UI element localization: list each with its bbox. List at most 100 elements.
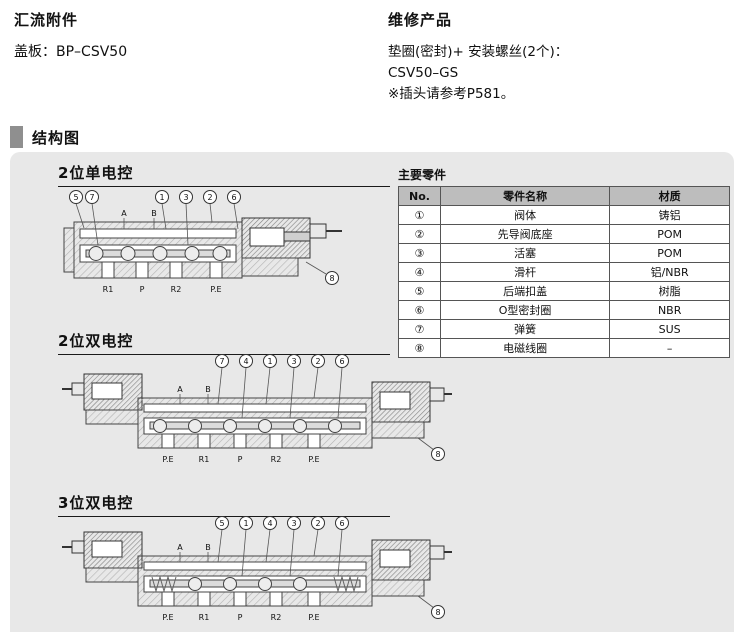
diagram-heading-2pos-single: 2位单电控: [58, 162, 390, 187]
cell-material: 铸铝: [609, 205, 730, 225]
port-letter: A: [121, 209, 127, 218]
structure-diagram-panel: 2位单电控 2位双电控 3位双电控: [10, 152, 734, 632]
parts-table: No. 零件名称 材质 ① 阀体 铸铝 ② 先导阀底座 POM ③: [398, 186, 730, 358]
table-row: ④ 滑杆 铝/NBR: [398, 262, 730, 282]
callout-number: 3: [291, 519, 296, 528]
table-row: ⑥ O型密封圈 NBR: [398, 300, 730, 320]
port-letter: A: [177, 385, 183, 394]
cell-no: ④: [398, 262, 441, 282]
callout-circles: [215, 516, 445, 619]
main-parts-section: 主要零件 No. 零件名称 材质 ① 阀体 铸铝 ② 先导阀底座 POM: [398, 166, 730, 358]
table-row: ⑤ 后端扣盖 树脂: [398, 281, 730, 301]
cell-material: 树脂: [609, 281, 730, 301]
valve-body: [63, 221, 243, 279]
callout-number: 4: [243, 357, 248, 366]
cell-material: –: [609, 338, 730, 358]
table-row: ⑧ 电磁线圈 –: [398, 338, 730, 358]
port-label: R1: [199, 455, 210, 464]
cell-material: NBR: [609, 300, 730, 320]
port-label: P.E: [162, 613, 173, 622]
callout-number: 6: [231, 193, 236, 202]
cell-material: SUS: [609, 319, 730, 339]
valve-body: [137, 397, 373, 449]
diagram-labels: 5 7 1 3 2 6 8 A B R1 P R2 P.E: [73, 193, 334, 294]
callout-number: 5: [219, 519, 224, 528]
table-row: ⑦ 弹簧 SUS: [398, 319, 730, 339]
table-row: ① 阀体 铸铝: [398, 205, 730, 225]
cell-no: ⑥: [398, 300, 441, 320]
diagram-2pos-single: 5 7 1 3 2 6 8 A B R1 P R2 P.E: [63, 190, 342, 294]
callout-number: 1: [267, 357, 272, 366]
valve-body: [137, 555, 373, 607]
section-marker-icon: [10, 126, 23, 148]
callout-leaders: [179, 367, 435, 451]
cell-no: ⑧: [398, 338, 441, 358]
cell-name: O型密封圈: [439, 300, 611, 320]
diagram-labels: 5 1 4 3 2 6 8 A B P.E R1 P R2 P.E: [162, 519, 440, 622]
port-label: R1: [199, 613, 210, 622]
callout-leaders: [75, 203, 327, 275]
left-solenoid: [62, 373, 143, 425]
callout-number: 2: [207, 193, 212, 202]
table-row: ③ 活塞 POM: [398, 243, 730, 263]
cell-name: 弹簧: [439, 319, 611, 339]
cell-material: POM: [609, 243, 730, 263]
cover-plate-model: 盖板：BP–CSV50: [14, 44, 128, 60]
cell-name: 先导阀底座: [439, 224, 611, 244]
gasket-screw-line: 垫圈(密封)+ 安装螺丝(2个)：: [388, 44, 569, 60]
solenoid-assembly: [241, 217, 342, 277]
cell-name: 滑杆: [439, 262, 611, 282]
cell-no: ②: [398, 224, 441, 244]
diagram-2pos-double: 7 4 1 3 2 6 8 A B P.E R1 P R2 P.E: [62, 354, 452, 464]
cell-no: ③: [398, 243, 441, 263]
cell-material: POM: [609, 224, 730, 244]
callout-number: 5: [73, 193, 78, 202]
callout-circles: [215, 354, 445, 461]
cell-name: 阀体: [439, 205, 611, 225]
port-letter: B: [205, 385, 211, 394]
port-label: P.E: [308, 455, 319, 464]
callout-number: 3: [183, 193, 188, 202]
callout-number: 8: [329, 274, 334, 283]
port-letter: B: [151, 209, 157, 218]
header-no: No.: [398, 186, 441, 206]
page-title-right: 维修产品: [388, 11, 453, 29]
table-header-row: No. 零件名称 材质: [398, 186, 730, 206]
port-label: R2: [271, 613, 282, 622]
callout-number: 2: [315, 519, 320, 528]
port-label: P: [140, 285, 145, 294]
port-letter: A: [177, 543, 183, 552]
gasket-model: CSV50–GS: [388, 65, 459, 81]
port-label: P: [238, 455, 243, 464]
section-title: 结构图: [32, 128, 81, 147]
callout-number: 7: [219, 357, 224, 366]
port-label: P: [238, 613, 243, 622]
callout-number: 4: [267, 519, 272, 528]
port-label: P.E: [210, 285, 221, 294]
callout-number: 1: [243, 519, 248, 528]
cell-no: ⑤: [398, 281, 441, 301]
callout-number: 3: [291, 357, 296, 366]
section-header: 结构图: [10, 126, 80, 148]
port-label: R2: [271, 455, 282, 464]
plug-note: ※插头请参考P581。: [388, 86, 515, 102]
right-solenoid: [371, 381, 452, 439]
port-label: P.E: [162, 455, 173, 464]
parts-table-title: 主要零件: [398, 168, 447, 182]
callout-number: 6: [339, 519, 344, 528]
callout-number: 6: [339, 357, 344, 366]
diagram-labels: 7 4 1 3 2 6 8 A B P.E R1 P R2 P.E: [162, 357, 440, 464]
callout-number: 8: [435, 450, 440, 459]
callout-leaders: [179, 529, 435, 609]
callout-number: 7: [89, 193, 94, 202]
diagram-3pos-double: 5 1 4 3 2 6 8 A B P.E R1 P R2 P.E: [62, 516, 452, 622]
port-letter: B: [205, 543, 211, 552]
cell-name: 后端扣盖: [439, 281, 611, 301]
header-material: 材质: [609, 186, 730, 206]
right-solenoid: [371, 539, 452, 597]
callout-number: 1: [159, 193, 164, 202]
callout-number: 8: [435, 608, 440, 617]
callout-circles: [69, 190, 339, 285]
port-label: R1: [103, 285, 114, 294]
cell-no: ①: [398, 205, 441, 225]
